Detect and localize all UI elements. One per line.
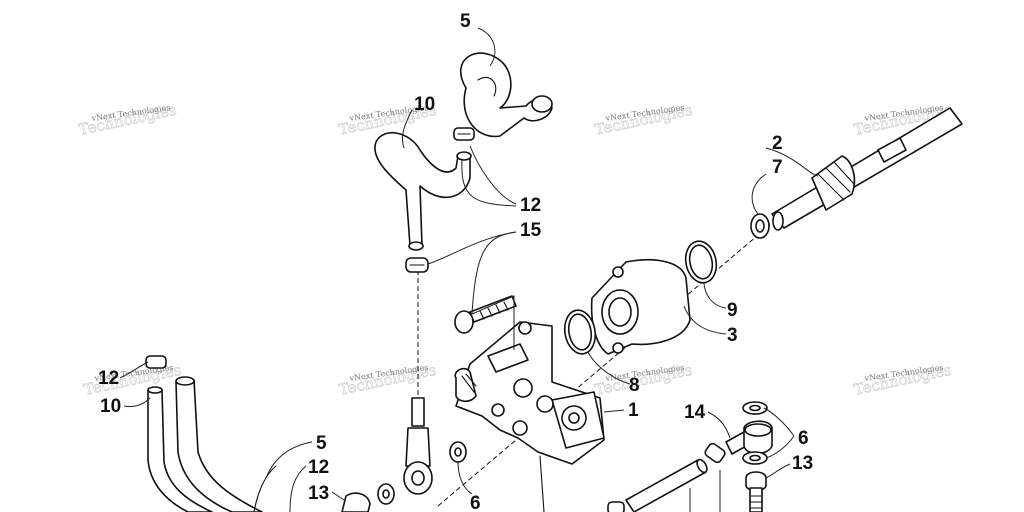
leader-lower-right [689, 470, 721, 512]
leader-10-left [123, 397, 151, 407]
callout-13-right: 13 [792, 453, 813, 474]
watermark-6: Technologies vNext Technologies [337, 360, 438, 399]
right-washer-bottom [742, 451, 768, 465]
shaft-o-ring [684, 240, 718, 284]
banjo-fitting [403, 397, 433, 495]
leader-13-right [765, 463, 791, 479]
leader-9 [703, 281, 727, 309]
pump-housing-flange [590, 258, 691, 355]
callout-3: 3 [727, 325, 738, 346]
watermark-3: Technologies vNext Technologies [593, 100, 694, 139]
callout-6-right: 6 [798, 428, 809, 449]
leader-6-bottom [457, 461, 473, 495]
right-banjo-fitting [725, 420, 773, 455]
leader-5-bottom [265, 441, 313, 479]
leader-7 [751, 173, 767, 215]
hose-clamp-bottom [607, 501, 625, 512]
leader-1 [603, 409, 625, 413]
leader-10-top [401, 109, 413, 149]
callout-7: 7 [772, 157, 783, 178]
callout-10-top: 10 [414, 94, 435, 115]
hose-clamp-mid [405, 257, 429, 273]
leader-5-top [477, 27, 496, 67]
callout-10-left: 10 [100, 396, 121, 417]
leader-12-left [119, 361, 149, 379]
leader-8 [587, 351, 631, 385]
callout-9: 9 [727, 300, 738, 321]
callout-13-bottom: 13 [308, 483, 329, 504]
leader-13-bottom [331, 491, 345, 501]
leader-15-bolt [471, 231, 517, 350]
callout-12-bottom: 12 [308, 457, 329, 478]
oil-pump-body [454, 321, 605, 512]
leader-12-top-a [469, 145, 517, 205]
curved-hose-top [459, 52, 553, 138]
callout-2: 2 [772, 133, 783, 154]
leader-6-right [763, 407, 795, 459]
right-banjo-bolt [745, 471, 767, 512]
banjo-bolt-lower [341, 492, 371, 512]
callout-1: 1 [628, 400, 639, 421]
short-oil-hose [625, 458, 708, 512]
lower-washer [377, 483, 395, 505]
hose-clamp-lower-left [145, 355, 167, 369]
watermark-1: Technologies vNext Technologies [77, 100, 178, 139]
leader-2 [765, 147, 819, 177]
housing-o-ring [563, 309, 597, 355]
shaft-washer [750, 213, 770, 239]
callout-6-bottom: 6 [470, 493, 481, 512]
leader-12-top-b [461, 159, 517, 207]
callout-15: 15 [520, 220, 542, 241]
hose-clamp-lower-right [704, 442, 726, 464]
right-washer-top [742, 401, 768, 415]
watermark-8: Technologies vNext Technologies [852, 360, 953, 399]
watermark-7: Technologies vNext Technologies [593, 360, 694, 399]
callout-8: 8 [629, 375, 640, 396]
looped-oil-line [374, 132, 472, 251]
leader-15-clamp [427, 231, 517, 265]
hose-clamp-top [453, 127, 475, 141]
callout-12-top: 12 [520, 195, 541, 216]
leader-12-bottom [289, 465, 307, 512]
callout-12-left: 12 [98, 368, 119, 389]
pump-drive-shaft [771, 107, 963, 231]
leader-3 [683, 305, 727, 335]
leader-14 [707, 411, 731, 439]
oil-hose-lower-left [147, 376, 277, 512]
callout-14: 14 [684, 402, 706, 423]
callout-5-top: 5 [460, 11, 471, 32]
callout-5-bottom: 5 [316, 433, 327, 454]
banjo-washer [449, 441, 467, 463]
mounting-bolt [454, 295, 517, 334]
